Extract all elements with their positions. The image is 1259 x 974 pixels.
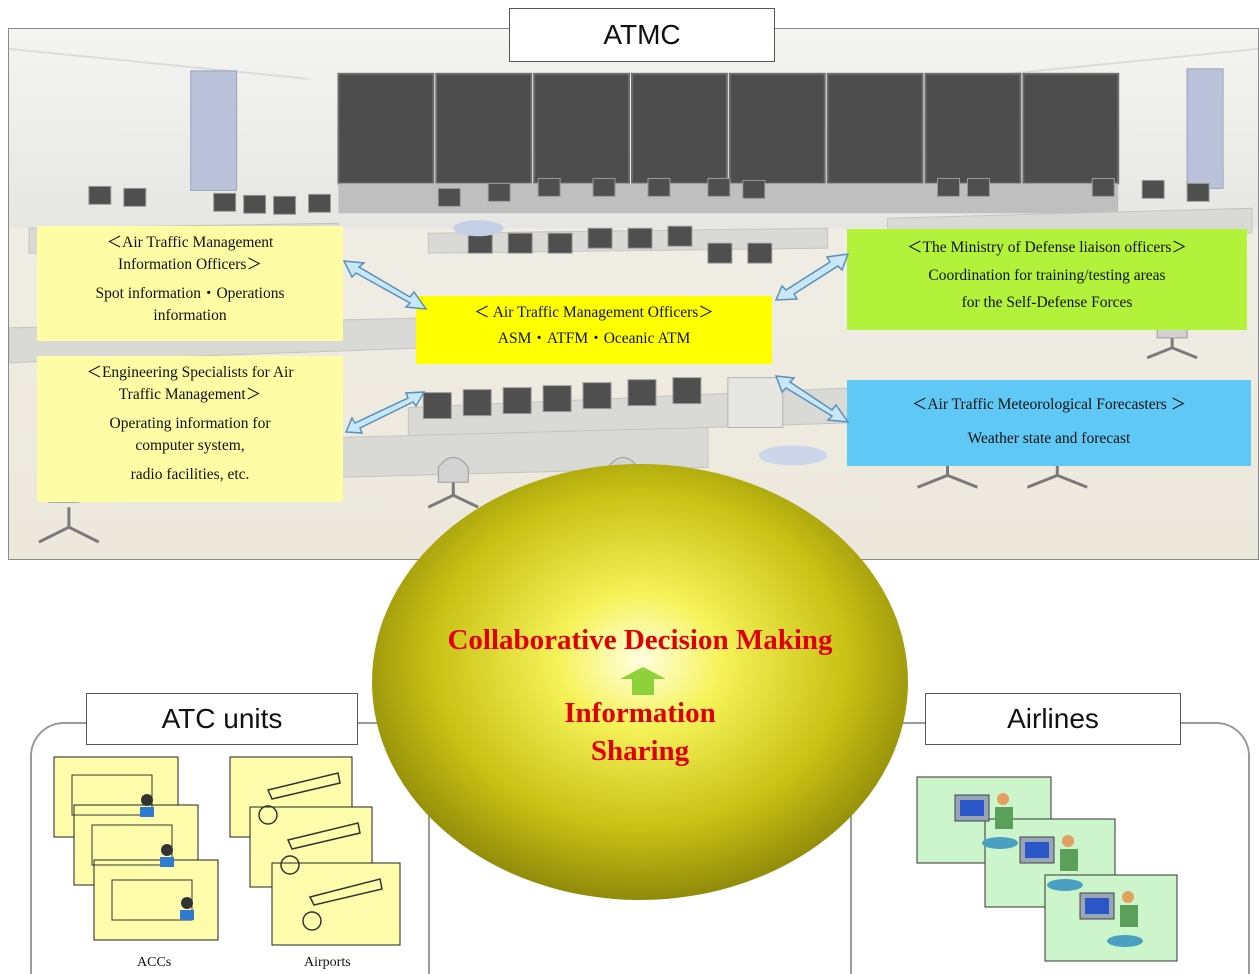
double-arrow-icon	[774, 253, 850, 301]
role-description-line: Operating information for	[109, 414, 271, 432]
airline-operator-illustrations	[916, 776, 1178, 962]
role-description-line: for the Self-Defense Forces	[961, 293, 1133, 311]
role-title-line: Information Officers＞	[118, 256, 262, 274]
role-description-line: computer system,	[135, 437, 245, 455]
airports-label: Airports	[304, 955, 351, 970]
role-description-line: radio facilities, etc.	[130, 465, 250, 483]
role-atm-information-officers: ＜Air Traffic Management Information Offi…	[37, 226, 343, 341]
acc-illustrations	[53, 756, 219, 941]
airlines-title: Airlines	[1007, 703, 1099, 734]
atc-units-title: ATC units	[161, 703, 283, 734]
atc-units-title-box: ATC units	[86, 693, 358, 745]
double-arrow-icon	[774, 375, 850, 423]
role-engineering-specialists: ＜Engineering Specialists for Air Traffic…	[37, 356, 343, 502]
role-atm-officers: ＜ Air Traffic Management Officers＞ ASM・A…	[416, 296, 772, 364]
role-title-line: Traffic Management＞	[118, 386, 262, 404]
atmc-title: ATMC	[603, 19, 681, 50]
double-arrow-icon	[344, 391, 426, 434]
information-sharing-line2: Sharing	[590, 735, 690, 767]
role-defense-liaison-officers: ＜The Ministry of Defense liaison officer…	[847, 229, 1247, 330]
accs-label: ACCs	[137, 955, 172, 970]
role-title-line: ＜Air Traffic Management	[106, 234, 274, 251]
cdm-heading: Collaborative Decision Making	[447, 624, 833, 656]
airlines-title-box: Airlines	[925, 693, 1181, 745]
role-description-line: Coordination for training/testing areas	[928, 267, 1166, 285]
role-description: Weather state and forecast	[967, 430, 1131, 448]
role-title-line: ＜Engineering Specialists for Air	[86, 364, 294, 381]
double-arrow-icon	[342, 260, 428, 310]
role-description-line: information	[153, 307, 227, 325]
up-arrow-icon	[620, 667, 666, 695]
role-title: ＜The Ministry of Defense liaison officer…	[907, 239, 1187, 256]
role-title: ＜ Air Traffic Management Officers＞	[474, 304, 714, 321]
role-title: ＜Air Traffic Meteorological Forecasters …	[911, 396, 1187, 413]
information-sharing-line1: Information	[564, 697, 716, 729]
role-meteorological-forecasters: ＜Air Traffic Meteorological Forecasters …	[847, 380, 1251, 466]
role-description: ASM・ATFM・Oceanic ATM	[497, 330, 691, 348]
atmc-title-box: ATMC	[509, 8, 775, 62]
role-description-line: Spot information・Operations	[95, 284, 285, 302]
airport-illustrations	[229, 756, 401, 946]
